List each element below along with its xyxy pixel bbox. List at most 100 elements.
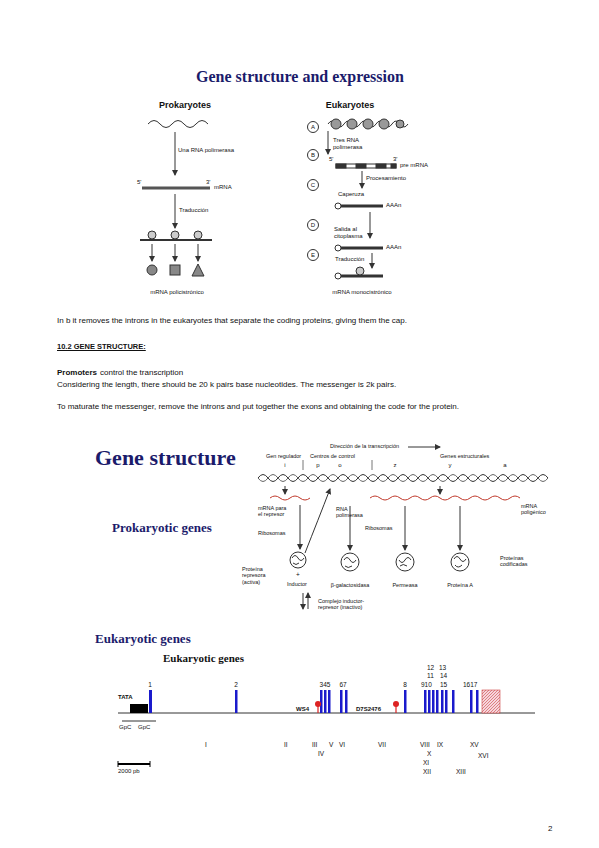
exon-number: 1617 bbox=[463, 681, 477, 688]
promoter-label: TATA bbox=[118, 694, 133, 701]
column-heading: Eukaryotes bbox=[326, 100, 375, 110]
prokaryote-expression-stroke bbox=[171, 231, 179, 239]
step-circle: C bbox=[307, 179, 319, 191]
exon-number: 11 bbox=[427, 672, 434, 679]
lac-operon-stroke bbox=[454, 557, 466, 568]
gene-map-stroke-stroke bbox=[445, 690, 448, 713]
intron-number: XII bbox=[423, 768, 431, 775]
exon-number: 910 bbox=[421, 681, 432, 688]
gene-letter: y bbox=[449, 462, 452, 469]
eukaryote-expression-stroke bbox=[331, 119, 341, 129]
column-heading: Prokaryotes bbox=[159, 100, 211, 110]
step-label: Procesamiento bbox=[366, 175, 406, 182]
prokaryote-expression-stroke bbox=[175, 244, 176, 261]
part-label: Caperuza bbox=[338, 191, 364, 198]
enzyme-label: RNA polimerasa bbox=[336, 506, 372, 519]
lac-operon-stroke bbox=[270, 496, 310, 500]
eukaryote-expression-stroke bbox=[347, 119, 357, 129]
protein-label: Proteína A bbox=[447, 582, 473, 588]
lac-operon-stroke bbox=[305, 489, 330, 553]
gene-map-stroke-stroke bbox=[404, 690, 407, 713]
prokaryote-expression-stroke bbox=[152, 244, 153, 261]
step-label: Tres RNA polimerasa bbox=[333, 137, 369, 151]
molecule-label: mRNA bbox=[214, 184, 232, 191]
figure-subtitle: Eukaryotic genes bbox=[163, 652, 244, 665]
lac-operon-stroke bbox=[440, 486, 441, 494]
protein-label: Proteínas codificadas bbox=[500, 555, 542, 568]
body-text: control the transcription bbox=[100, 368, 183, 377]
intron-number: III bbox=[312, 741, 317, 748]
gene-map-stroke bbox=[130, 704, 148, 713]
lac-operon-stroke bbox=[405, 506, 406, 550]
molecule-label: mRNA para el represor bbox=[258, 505, 292, 518]
gene-map-stroke bbox=[393, 701, 399, 707]
exon-number: 67 bbox=[339, 681, 346, 688]
end-label: 5' bbox=[329, 156, 333, 163]
eukaryote-expression-stroke bbox=[356, 164, 366, 168]
organelle-label: Ribosomas bbox=[258, 530, 286, 536]
region-label: Genes estructurales bbox=[440, 453, 489, 459]
eukaryote-expression-stroke bbox=[335, 273, 341, 279]
gene-map-stroke bbox=[315, 701, 321, 707]
exon-number: 2 bbox=[234, 681, 238, 688]
eukaryote-expression-stroke bbox=[363, 119, 373, 129]
gene-map-stroke-stroke bbox=[452, 690, 455, 713]
lac-operon bbox=[258, 447, 548, 609]
prokaryote-expression-stroke bbox=[148, 121, 208, 128]
term: Promoters bbox=[57, 368, 97, 377]
intron-number: V bbox=[329, 741, 333, 748]
gene-map-stroke-stroke bbox=[340, 690, 343, 713]
intron-number: XI bbox=[423, 759, 429, 766]
gene-map-stroke bbox=[482, 690, 500, 713]
body-text: To maturate the messenger, remove the in… bbox=[57, 402, 557, 411]
protein-label: Permeasa bbox=[392, 582, 417, 588]
prokaryote-expression-stroke bbox=[142, 187, 210, 190]
eukaryote-expression-stroke bbox=[336, 164, 396, 168]
eukaryote-expression-stroke bbox=[379, 119, 389, 129]
gene-map-stroke bbox=[317, 706, 318, 713]
gene-map-stroke-stroke bbox=[432, 690, 435, 713]
lac-operon-stroke bbox=[258, 475, 548, 482]
gene-map-stroke bbox=[149, 690, 479, 713]
lac-operon-stroke bbox=[290, 552, 306, 568]
exon-number: 12 bbox=[427, 664, 434, 671]
marker-label: D7S2476 bbox=[356, 706, 381, 713]
exon-number: 13 bbox=[439, 664, 446, 671]
gene-map-stroke-stroke bbox=[320, 690, 323, 713]
protein-label: Proteína represora (activa) bbox=[242, 566, 284, 585]
gene-map-stroke-stroke bbox=[470, 690, 473, 713]
lac-operon-stroke bbox=[300, 505, 301, 549]
eukaryote-expression-stroke bbox=[356, 267, 364, 275]
eukaryote-expression-stroke bbox=[372, 253, 373, 268]
gene-map bbox=[118, 690, 535, 767]
step-label: Salida al citoplasma bbox=[334, 226, 368, 240]
eukaryote-expression-stroke bbox=[328, 131, 329, 154]
intron-number: XV bbox=[470, 741, 479, 748]
eukaryote-expression-stroke bbox=[391, 164, 396, 168]
prokaryote-expression-stroke bbox=[148, 231, 156, 239]
prokaryote-expression-stroke bbox=[194, 231, 202, 239]
body-text: In b it removes the introns in the eukar… bbox=[57, 316, 577, 325]
page-title: Gene structure and expression bbox=[196, 68, 404, 86]
step-circle: D bbox=[307, 219, 319, 231]
gene-map-stroke-stroke bbox=[436, 690, 439, 713]
prokaryote-expression-stroke bbox=[198, 244, 199, 261]
eukaryote-expression-stroke bbox=[362, 171, 363, 188]
lac-operon-stroke bbox=[372, 460, 373, 470]
lac-operon-stroke bbox=[370, 496, 520, 500]
step-letter: D bbox=[311, 222, 315, 228]
figure-subtitle: Eukaryotic genes bbox=[95, 632, 191, 647]
lac-operon-stroke bbox=[451, 553, 469, 571]
gene-map-stroke bbox=[122, 721, 156, 722]
molecule-label: Inductor bbox=[287, 581, 307, 587]
lac-operon-stroke bbox=[292, 556, 304, 565]
exon-number: 14 bbox=[440, 672, 447, 679]
eukaryote-expression-stroke bbox=[370, 212, 371, 238]
prokaryote-expression-stroke bbox=[147, 265, 157, 275]
marker-label: WS4 bbox=[296, 706, 309, 713]
intron-number: VI bbox=[339, 741, 345, 748]
step-letter: B bbox=[311, 152, 315, 158]
intron-number: XIII bbox=[456, 768, 466, 775]
lac-operon-stroke bbox=[285, 486, 286, 494]
